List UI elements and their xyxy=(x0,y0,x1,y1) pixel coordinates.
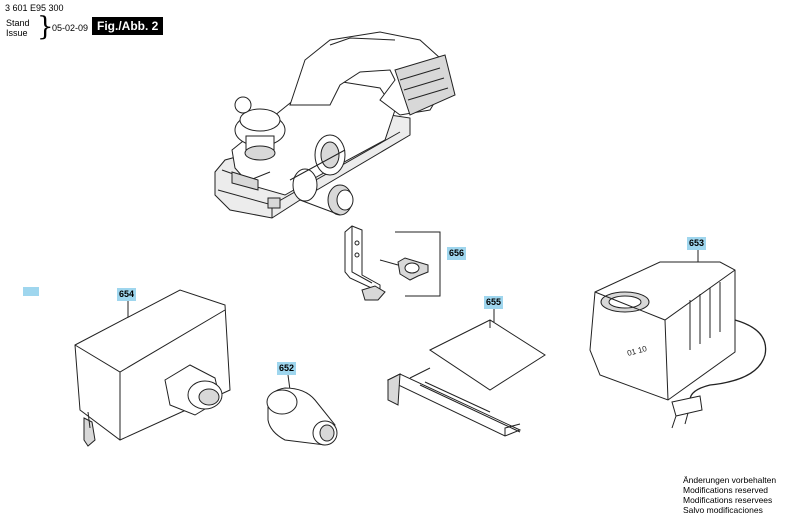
notice-line-es: Salvo modificaciones xyxy=(683,505,763,515)
callout-654: 654 xyxy=(117,288,137,301)
brace-glyph: } xyxy=(37,12,54,42)
callout-652: 652 xyxy=(277,362,297,375)
issue-date: 05-02-09 xyxy=(52,23,89,33)
notice-line-fr: Modifications reservees xyxy=(683,495,773,505)
part-656-bracket xyxy=(344,225,429,301)
part-652-adapter xyxy=(266,374,338,446)
callout-653: 653 xyxy=(687,237,707,250)
planer-drawing xyxy=(214,31,456,219)
notice-line-de: Änderungen vorbehalten xyxy=(683,475,777,485)
notice-line-en: Modifications reserved xyxy=(683,485,769,495)
issue-label: Issue xyxy=(6,28,28,38)
callout-655: 655 xyxy=(484,296,504,309)
figure-label: Fig./Abb. 2 xyxy=(92,17,164,35)
part-655-parallel-guide xyxy=(386,308,546,437)
callout-656: 656 xyxy=(447,247,467,260)
stand-label: Stand xyxy=(6,18,30,28)
part-number: 3 601 E95 300 xyxy=(5,3,64,13)
part-654-dust-bag xyxy=(74,289,231,447)
part-653-charger: 01 10 xyxy=(589,248,767,429)
blue-marker xyxy=(23,287,39,296)
modifications-notice: Änderungen vorbehalten Modifications res… xyxy=(683,475,776,515)
